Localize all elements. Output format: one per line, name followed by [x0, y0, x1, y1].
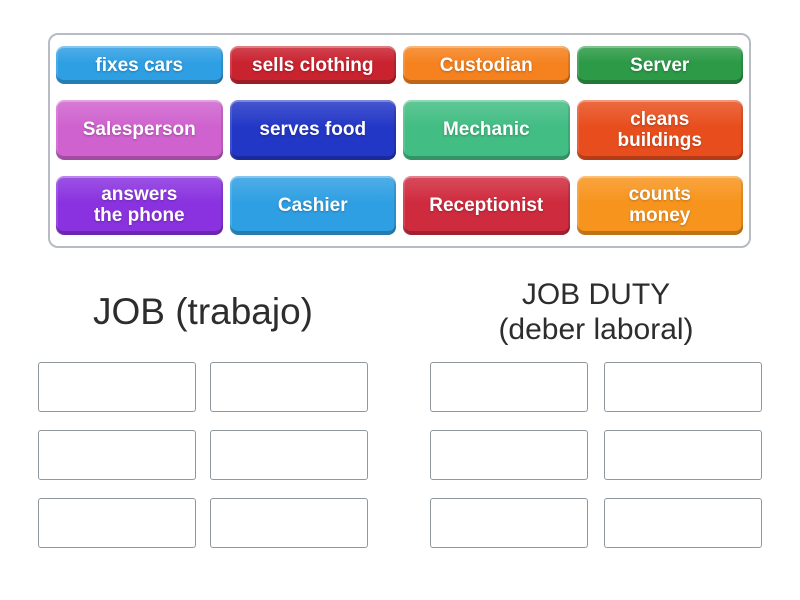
drop-slot[interactable]	[430, 430, 588, 480]
drop-slot[interactable]	[38, 498, 196, 548]
tile-mechanic[interactable]: Mechanic	[403, 100, 570, 160]
drop-slot[interactable]	[38, 430, 196, 480]
tile-fixes-cars[interactable]: fixes cars	[56, 46, 223, 85]
group-job-duty: JOB DUTY (deber laboral)	[430, 268, 762, 548]
group-title-job: JOB (trabajo)	[92, 291, 313, 332]
tile-salesperson[interactable]: Salesperson	[56, 100, 223, 160]
tile-tray: fixes cars sells clothing Custodian Serv…	[48, 33, 751, 248]
tile-serves-food[interactable]: serves food	[229, 100, 396, 160]
drop-slot[interactable]	[604, 498, 762, 548]
tile-custodian[interactable]: Custodian	[403, 46, 570, 85]
tile-server[interactable]: Server	[576, 46, 743, 85]
group-job: JOB (trabajo)	[38, 268, 368, 548]
job-duty-slots	[430, 362, 762, 548]
tile-sells-clothing[interactable]: sells clothing	[229, 46, 396, 85]
drop-slot[interactable]	[430, 362, 588, 412]
drop-slot[interactable]	[604, 430, 762, 480]
drop-slot[interactable]	[210, 498, 368, 548]
drop-slot[interactable]	[430, 498, 588, 548]
group-title-job-duty: JOB DUTY (deber laboral)	[498, 278, 694, 346]
tile-cleans-buildings[interactable]: cleans buildings	[576, 100, 743, 160]
tile-counts-money[interactable]: counts money	[576, 175, 743, 235]
job-slots	[38, 362, 368, 548]
drop-slot[interactable]	[38, 362, 196, 412]
drop-slot[interactable]	[210, 430, 368, 480]
tile-receptionist[interactable]: Receptionist	[403, 175, 570, 235]
tile-answers-the-phone[interactable]: answers the phone	[56, 175, 223, 235]
tile-cashier[interactable]: Cashier	[229, 175, 396, 235]
drop-slot[interactable]	[604, 362, 762, 412]
drop-slot[interactable]	[210, 362, 368, 412]
